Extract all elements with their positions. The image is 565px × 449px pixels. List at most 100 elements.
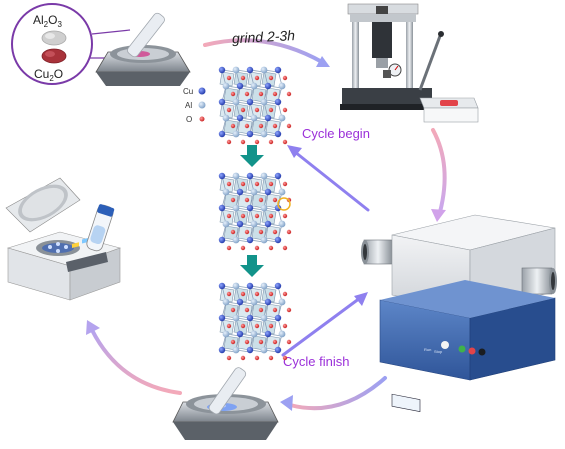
arrow-cycle-finish — [281, 296, 362, 357]
arrow-mortar-to-centrifuge — [90, 328, 182, 395]
cu-atom — [236, 220, 244, 228]
o-atom — [272, 339, 278, 345]
cu-atom — [274, 236, 282, 244]
al-atom — [232, 236, 240, 244]
cu-atom — [274, 204, 282, 212]
arrow-cycle-begin-head — [287, 145, 302, 158]
al-atom — [250, 298, 258, 306]
o-atom — [268, 355, 274, 361]
al-atom — [222, 82, 230, 90]
furnace-start-button[interactable] — [458, 345, 466, 353]
al-atom — [260, 172, 268, 180]
cu-atom — [218, 314, 226, 322]
al-atom — [232, 172, 240, 180]
o-atom — [254, 355, 260, 361]
al-atom — [222, 298, 230, 306]
al-atom — [222, 220, 230, 228]
o-atom — [286, 339, 292, 345]
o-atom — [240, 213, 246, 219]
legend-al-swatch — [198, 101, 206, 109]
cu-atom — [274, 346, 282, 354]
cu-atom — [218, 204, 226, 212]
legend-al-label: Al — [185, 101, 192, 110]
o-atom — [272, 91, 278, 97]
cu-atom — [274, 98, 282, 106]
al-atom — [278, 330, 286, 338]
o-atom — [268, 139, 274, 145]
o-atom — [286, 123, 292, 129]
atom-legend: Cu Al O — [183, 87, 206, 124]
al-atom — [232, 314, 240, 322]
o-atom — [282, 75, 288, 81]
o-atom — [240, 75, 246, 81]
cu-atom — [274, 66, 282, 74]
o-atom — [226, 181, 232, 187]
o-atom — [240, 323, 246, 329]
al-atom — [232, 66, 240, 74]
o-atom — [226, 323, 232, 329]
cu-atom — [218, 130, 226, 138]
o-atom — [244, 307, 250, 313]
arrow-mortar-to-press — [203, 38, 324, 64]
al-atom — [260, 282, 268, 290]
pellet-box — [419, 97, 479, 123]
o-atom — [282, 107, 288, 113]
o-atom — [272, 123, 278, 129]
legend-cu-swatch — [198, 87, 206, 95]
o-atom — [258, 307, 264, 313]
cu-atom — [246, 346, 254, 354]
al-atom — [222, 330, 230, 338]
o-atom — [272, 197, 278, 203]
cu-atom — [246, 204, 254, 212]
o-atom — [240, 107, 246, 113]
al-atom — [278, 188, 286, 196]
cu-atom — [218, 66, 226, 74]
structure-transition-arrow-1 — [240, 145, 264, 167]
cu-atom — [236, 188, 244, 196]
cu-atom — [218, 346, 226, 354]
o-atom — [268, 323, 274, 329]
o-atom — [226, 139, 232, 145]
o-atom — [254, 181, 260, 187]
cu-atom — [246, 172, 254, 180]
tube-furnace: Run Stop — [361, 214, 557, 412]
arrow-press-to-furnace — [431, 128, 447, 214]
cu-atom — [274, 282, 282, 290]
cu-atom — [246, 282, 254, 290]
o-atom — [244, 339, 250, 345]
o-atom — [258, 339, 264, 345]
cu-atom — [264, 188, 272, 196]
arrow-mortar-to-centrifuge-head — [86, 320, 100, 335]
o-atom — [240, 245, 246, 251]
al-atom — [222, 188, 230, 196]
furnace-power-button[interactable] — [478, 348, 486, 356]
furnace-run-label: Run — [424, 347, 431, 352]
al-atom — [260, 98, 268, 106]
o-atom — [282, 213, 288, 219]
furnace-knob[interactable] — [441, 341, 449, 349]
hydraulic-press — [340, 3, 444, 110]
o-atom — [268, 291, 274, 297]
o-atom — [254, 291, 260, 297]
o-atom — [230, 91, 236, 97]
crystal-structure-final — [218, 282, 292, 361]
crystal-structure-intermediate — [218, 172, 292, 251]
o-atom — [254, 139, 260, 145]
cu-atom — [246, 314, 254, 322]
cu-atom — [218, 98, 226, 106]
o-atom — [230, 197, 236, 203]
o-atom — [258, 197, 264, 203]
arrow-cycle-begin — [293, 150, 370, 212]
arrow-press-to-furnace-head — [431, 209, 446, 222]
cu-atom — [274, 172, 282, 180]
centrifuge-button-1[interactable] — [72, 242, 79, 249]
cu-atom — [274, 130, 282, 138]
al-atom — [232, 130, 240, 138]
structure-transition-arrow-2 — [240, 255, 264, 277]
o-atom — [240, 181, 246, 187]
furnace-stop-button[interactable] — [468, 347, 476, 355]
o-atom — [226, 245, 232, 251]
o-atom — [268, 75, 274, 81]
o-atom — [286, 229, 292, 235]
